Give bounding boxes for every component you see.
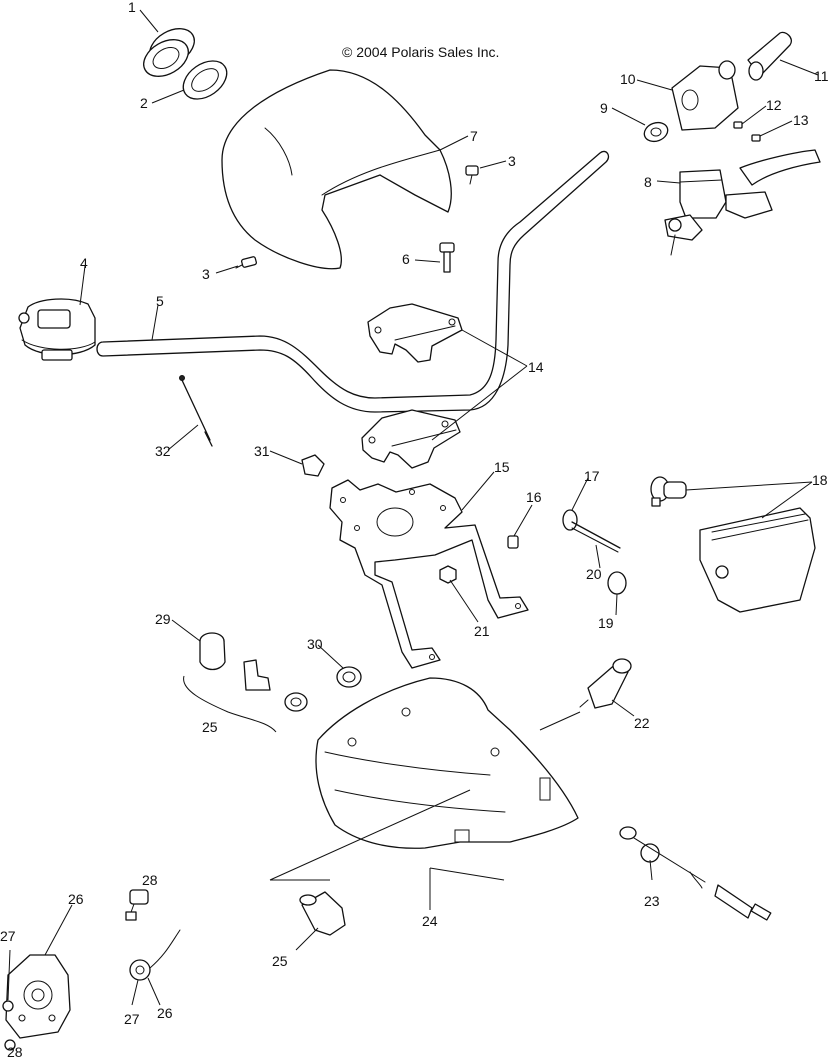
part-17-washer — [562, 509, 578, 531]
part-2-ring — [182, 60, 228, 100]
callout-27-right: 27 — [124, 1011, 140, 1027]
callout-3-lower: 3 — [202, 266, 210, 282]
callout-29: 29 — [155, 611, 171, 627]
part-21-nut — [439, 565, 457, 584]
part-3-bolt-upper — [465, 165, 479, 185]
part-14-clamp-lower — [361, 409, 461, 469]
callout-26-left: 26 — [68, 891, 84, 907]
callout-25-lower: 25 — [272, 953, 288, 969]
part-14-clamp-upper — [367, 303, 463, 363]
part-22-switch — [579, 658, 632, 709]
callout-2: 2 — [140, 95, 148, 111]
callout-3-upper: 3 — [508, 153, 516, 169]
callout-9: 9 — [600, 100, 608, 116]
callout-27-left: 27 — [0, 928, 16, 944]
callout-15: 15 — [494, 459, 510, 475]
part-29-cap — [199, 632, 226, 671]
callout-18: 18 — [812, 472, 828, 488]
callout-23: 23 — [644, 893, 660, 909]
part-19-o-ring — [607, 571, 627, 595]
part-23-cable — [619, 826, 772, 921]
callout-28-lower: 28 — [7, 1044, 23, 1059]
callout-19: 19 — [598, 615, 614, 631]
part-24-cowl — [315, 677, 579, 849]
part-25-ring — [284, 692, 308, 712]
callout-31: 31 — [254, 443, 270, 459]
callout-4: 4 — [80, 255, 88, 271]
callout-12: 12 — [766, 97, 782, 113]
callout-28-upper: 28 — [142, 872, 158, 888]
callout-8: 8 — [644, 174, 652, 190]
callout-10: 10 — [620, 71, 636, 87]
part-20-bolt — [571, 521, 621, 553]
part-32-long-bolt — [179, 375, 213, 447]
callout-6: 6 — [402, 251, 410, 267]
part-28-bolt — [125, 889, 149, 921]
callout-5: 5 — [156, 293, 164, 309]
part-26-sensor — [129, 929, 181, 981]
callout-24: 24 — [422, 913, 438, 929]
callout-7: 7 — [470, 128, 478, 144]
callout-21: 21 — [474, 623, 490, 639]
part-7-hood — [221, 69, 452, 270]
part-13-screw — [751, 134, 761, 142]
part-11-grip — [718, 31, 792, 81]
callout-20: 20 — [586, 566, 602, 582]
part-18-headlight — [699, 507, 816, 613]
part-16-nut — [507, 535, 519, 549]
part-25-key — [243, 659, 271, 691]
part-4-switch-housing — [18, 298, 96, 361]
copyright-text: © 2004 Polaris Sales Inc. — [342, 44, 499, 60]
part-10-throttle-housing — [671, 65, 739, 131]
part-27-screw — [2, 1000, 14, 1012]
callout-11: 11 — [814, 68, 829, 84]
callout-14: 14 — [528, 359, 544, 375]
callout-17: 17 — [584, 468, 600, 484]
part-12-screw — [733, 121, 743, 129]
callout-30: 30 — [307, 636, 323, 652]
part-1-cap — [143, 28, 195, 77]
part-18-bulb-socket — [650, 476, 687, 507]
part-25-lamp — [299, 891, 346, 936]
part-15-bracket — [329, 479, 529, 669]
part-3-bolt-lower — [235, 256, 257, 269]
callout-32: 32 — [155, 443, 171, 459]
callout-26-right: 26 — [157, 1005, 173, 1021]
callout-16: 16 — [526, 489, 542, 505]
callout-1: 1 — [128, 0, 136, 15]
part-9-bushing — [643, 121, 669, 143]
part-8-master-cylinder — [664, 149, 821, 256]
callout-22: 22 — [634, 715, 650, 731]
part-26-regulator — [5, 954, 71, 1039]
part-6-bolt — [439, 242, 455, 273]
part-30-nut — [336, 666, 362, 688]
part-31-clip — [301, 454, 325, 477]
callout-13: 13 — [793, 112, 809, 128]
part-5-handlebar — [96, 150, 610, 413]
callout-25-upper: 25 — [202, 719, 218, 735]
leader-lines — [7, 9, 819, 1051]
